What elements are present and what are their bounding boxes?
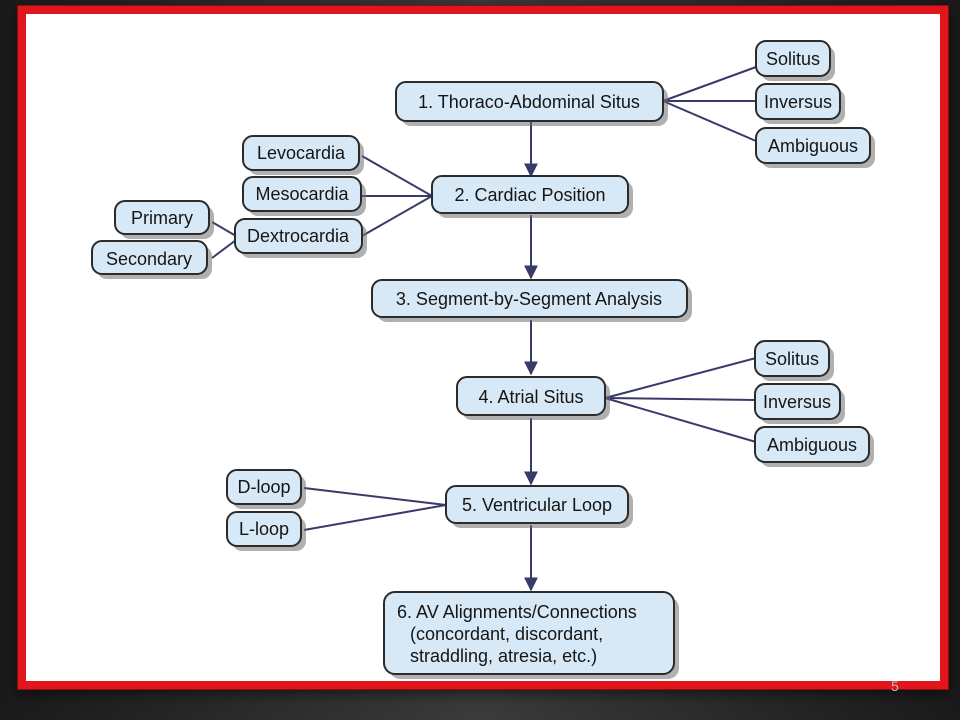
connector-secondary xyxy=(211,239,237,259)
node-levocardia: Levocardia xyxy=(242,135,364,175)
page-number: 5 xyxy=(891,678,899,694)
node-atrial-solitus: Solitus xyxy=(754,340,834,381)
node-dextrocardia: Dextrocardia xyxy=(234,218,367,258)
node-ventricular-loop-label: 5. Ventricular Loop xyxy=(462,495,612,515)
node-segment-analysis: 3. Segment-by-Segment Analysis xyxy=(371,279,692,322)
node-mesocardia: Mesocardia xyxy=(242,176,366,216)
node-primary-label: Primary xyxy=(131,208,193,228)
node-segment-analysis-label: 3. Segment-by-Segment Analysis xyxy=(396,289,662,309)
node-mesocardia-label: Mesocardia xyxy=(255,184,349,204)
connector-dextrocardia xyxy=(361,195,433,237)
node-situs-ambiguous-label: Ambiguous xyxy=(768,136,858,156)
node-situs-solitus: Solitus xyxy=(755,40,835,81)
node-dextrocardia-label: Dextrocardia xyxy=(247,226,350,246)
node-atrial-solitus-label: Solitus xyxy=(765,349,819,369)
node-thoraco-abdominal-situs: 1. Thoraco-Abdominal Situs xyxy=(395,81,668,126)
node-atrial-inversus-label: Inversus xyxy=(763,392,831,412)
node-l-loop-label: L-loop xyxy=(239,519,289,539)
node-atrial-situs-label: 4. Atrial Situs xyxy=(478,387,583,407)
node-atrial-ambiguous: Ambiguous xyxy=(754,426,874,467)
node-situs-solitus-label: Solitus xyxy=(766,49,820,69)
node-av-line2: (concordant, discordant, xyxy=(410,624,603,644)
node-ventricular-loop: 5. Ventricular Loop xyxy=(445,485,633,528)
node-cardiac-position-label: 2. Cardiac Position xyxy=(454,185,605,205)
node-d-loop-label: D-loop xyxy=(237,477,290,497)
node-secondary-label: Secondary xyxy=(106,249,192,269)
node-secondary: Secondary xyxy=(91,240,212,279)
node-primary: Primary xyxy=(114,200,214,239)
node-d-loop: D-loop xyxy=(226,469,306,509)
node-cardiac-position: 2. Cardiac Position xyxy=(431,175,633,218)
node-levocardia-label: Levocardia xyxy=(257,143,346,163)
connector-atrial-solitus xyxy=(604,357,757,399)
node-atrial-ambiguous-label: Ambiguous xyxy=(767,435,857,455)
node-thoraco-label: 1. Thoraco-Abdominal Situs xyxy=(418,92,640,112)
node-av-line3: straddling, atresia, etc.) xyxy=(410,646,597,666)
connector-primary xyxy=(211,221,237,237)
node-l-loop: L-loop xyxy=(226,511,306,551)
connector-atrial-inversus xyxy=(604,397,757,401)
connector-levocardia xyxy=(361,155,433,197)
connector-atrial-ambiguous xyxy=(604,397,757,443)
node-av-line1: 6. AV Alignments/Connections xyxy=(397,602,637,622)
branch-connectors xyxy=(211,66,757,531)
node-situs-ambiguous: Ambiguous xyxy=(755,127,875,168)
connector-d-loop xyxy=(303,487,447,506)
node-atrial-situs: 4. Atrial Situs xyxy=(456,376,610,420)
connector-situs-solitus xyxy=(662,66,757,102)
node-situs-inversus-label: Inversus xyxy=(764,92,832,112)
connector-l-loop xyxy=(303,504,447,531)
node-atrial-inversus: Inversus xyxy=(754,383,845,424)
node-situs-inversus: Inversus xyxy=(755,83,845,124)
node-av-alignments: 6. AV Alignments/Connections (concordant… xyxy=(383,591,679,679)
connector-situs-ambiguous xyxy=(662,100,757,142)
